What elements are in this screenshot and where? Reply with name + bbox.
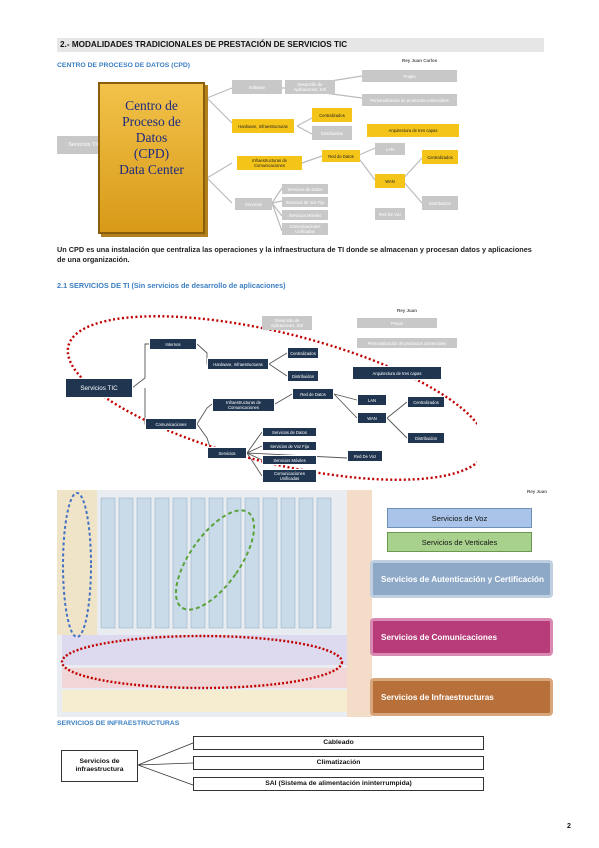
- page-number: 2: [567, 823, 571, 830]
- lan-node: LAN: [357, 394, 387, 406]
- infra-root-box: Servicios de infraestructura: [61, 750, 138, 782]
- ti-services-diagram: Servicios TIC Internos Desarrollo de Apl…: [57, 308, 477, 493]
- s-datos-node: Servicios de Datos: [282, 184, 328, 194]
- dev-node: Desarrollo de Aplicaciones, SSI: [262, 316, 312, 330]
- s-datos-node: Servicios de Datos: [262, 427, 317, 437]
- distribuidos2-node: Distribuidos: [422, 196, 458, 210]
- cpd-line: Data Center: [119, 162, 184, 177]
- infra-connectors: [138, 742, 194, 786]
- personalizacion-node: Personalización de productos comerciales: [362, 94, 457, 106]
- red-datos-node: Red de Datos: [322, 150, 360, 162]
- internos-node: Internos: [149, 338, 197, 350]
- centralizados2-node: Centralizados: [407, 396, 445, 408]
- centralizados2-node: Centralizados: [422, 150, 458, 164]
- service-verticales: Servicios de Verticales: [387, 532, 532, 552]
- section-title: 2.- MODALIDADES TRADICIONALES DE PRESTAC…: [57, 38, 544, 52]
- hardware-node: Hardware, Infraestructuras: [232, 119, 294, 133]
- red-voz-node: Red De Voz: [375, 208, 405, 220]
- infra-item-cableado: Cableado: [193, 736, 484, 750]
- cpd-title-box: Centro de Proceso de Datos (CPD) Data Ce…: [98, 82, 205, 234]
- dev-node: Desarrollo de Aplicaciones, SSI: [285, 80, 335, 94]
- propio-node: Propio: [357, 318, 437, 328]
- wan-node: WAN: [375, 174, 405, 188]
- red-datos-node: Red de Datos: [292, 388, 334, 400]
- s-comunicaciones-node: Comunicaciones Unificadas: [262, 469, 317, 483]
- arquitectura-node: Arquitectura de tres capas: [367, 124, 459, 137]
- distribuidos-node: Distribuidos: [312, 126, 352, 140]
- arquitectura-node: Arquitectura de tres capas: [352, 366, 442, 380]
- service-voz: Servicios de Voz: [387, 508, 532, 528]
- watermark: Rey Juan: [527, 489, 548, 494]
- personalizacion-node: Personalización de productos comerciales: [357, 338, 457, 348]
- infra-item-sai: SAI (Sistema de alimentación ininterrump…: [193, 777, 484, 791]
- ti-heading: 2.1 SERVICIOS DE TI (Sin servicios de de…: [57, 281, 286, 290]
- s-voz-node: Servicios de Voz Fija: [282, 197, 328, 207]
- infracom-node: Infraestructuras de Comunicaciones: [237, 156, 302, 170]
- cpd-line: Centro de: [125, 98, 178, 113]
- distribuidos-node: Distribuidos: [287, 370, 319, 382]
- services-map: Rey Juan Servicios de Voz Servicios de V…: [57, 489, 561, 717]
- centralizados-node: Centralizados: [287, 347, 319, 359]
- cpd-line: Proceso de: [122, 114, 181, 129]
- servicios-node: Servicios: [235, 198, 272, 210]
- cpd-paragraph: Un CPD es una instalación que centraliza…: [57, 245, 532, 264]
- propio-node: Propio: [362, 70, 457, 82]
- hardware-node: Hardware, Infraestructuras: [207, 358, 269, 370]
- infracom-node: Infraestructuras de Comunicaciones: [212, 398, 275, 412]
- lan-node: LAN: [375, 143, 405, 155]
- centralizados-node: Centralizados: [312, 108, 352, 122]
- infra-item-climatizacion: Climatización: [193, 756, 484, 770]
- software-node: Software: [232, 80, 282, 94]
- service-map-image: [57, 490, 372, 717]
- s-voz-node: Servicios de Voz Fija: [262, 441, 317, 451]
- service-comunicaciones: Servicios de Comunicaciones: [370, 618, 553, 656]
- cpd-diagram: Servicios TIC Software Desarrollo de Apl…: [57, 58, 541, 240]
- s-moviles-node: Servicios Móviles: [282, 210, 328, 220]
- rack-illustration: [57, 490, 372, 717]
- service-infraestructuras: Servicios de Infraestructuras: [370, 678, 553, 716]
- infra-heading: SERVICIOS DE INFRAESTRUCTURAS: [57, 720, 180, 727]
- cpd-line: (CPD): [133, 146, 170, 161]
- s-comunicaciones-node: Comunicaciones Unificadas: [282, 223, 328, 235]
- watermark: Rey Juan: [397, 308, 418, 313]
- comunicaciones-node: Comunicaciones: [145, 418, 197, 430]
- distribuidos2-node: Distribuidos: [407, 432, 445, 444]
- root-node: Servicios TIC: [65, 378, 133, 398]
- cpd-line: Datos: [135, 130, 168, 145]
- servicios-node: Servicios: [207, 447, 247, 459]
- s-moviles-node: Servicios Móviles: [262, 455, 317, 465]
- cpd-heading: CENTRO DE PROCESO DE DATOS (CPD): [57, 62, 191, 69]
- red-voz-node: Red De Voz: [347, 450, 383, 462]
- service-autenticacion: Servicios de Autenticación y Certificaci…: [370, 560, 553, 598]
- watermark: Rey Juan Carlos: [402, 58, 438, 63]
- wan-node: WAN: [357, 412, 387, 424]
